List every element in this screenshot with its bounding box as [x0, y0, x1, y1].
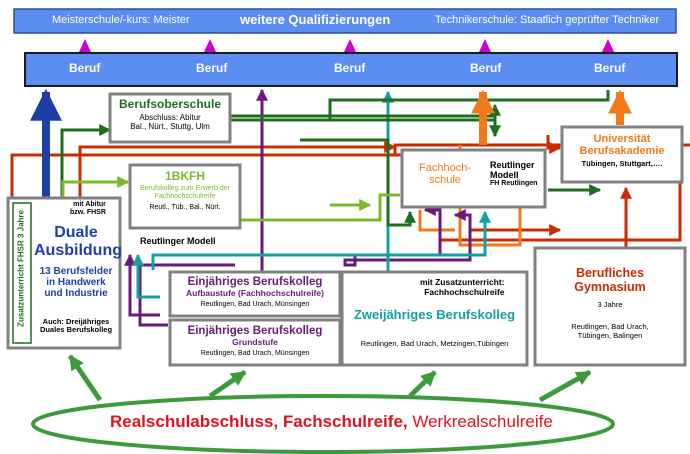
beruf-bar	[24, 52, 678, 87]
berufsfelder-line1: 13 Berufsfelder	[39, 266, 113, 277]
universitaet-text: Universität Berufsakademie Tübingen, Stu…	[564, 133, 680, 168]
berufsoberschule-title: Berufsoberschule	[118, 97, 222, 111]
fh-reutlinger-modell: Reutlinger Modell FH Reutlingen	[490, 160, 537, 188]
zweijaehrig-title: Zweijähriges Berufskolleg	[353, 307, 516, 322]
mit-abitur-note: mit Abitur bzw. FHSR	[70, 201, 106, 217]
bkfh-line1: Berufskolleg zum Erwerb der	[140, 185, 230, 193]
fh-model-line2: Modell	[490, 170, 519, 181]
berufsfelder-line2: in Handwerk	[46, 277, 106, 289]
zusatzunterricht-note: mit Zusatzunterricht: Fachhochschulreife	[420, 277, 505, 297]
gymnasium-box	[533, 246, 687, 367]
magenta-connector-triangles	[79, 39, 614, 52]
dreijaehrig-line2: Duales Berufskolleg	[39, 325, 113, 335]
bkfh-box	[128, 163, 242, 230]
abschluss-text-part2: Werkrealschulreife	[412, 412, 553, 431]
fachhochschule-title-line1: Fachhoch-	[419, 162, 471, 174]
bk-aufbau-subtitle: Aufbaustufe (Fachhochschulreife)	[186, 287, 324, 298]
berufsoberschule-line1: Abschluss: Abitur	[139, 113, 201, 123]
gym-places-line2: Tübingen, Balingen	[577, 330, 643, 340]
abschluss-oval	[31, 394, 615, 454]
fachhochschule-box	[400, 148, 547, 209]
weitere-qualifizierungen-label: weitere Qualifizierungen	[240, 12, 391, 27]
zusatzunterricht-note-line1: mit Zusatzunterricht:	[420, 277, 505, 287]
mit-abitur-line1: mit Abitur	[73, 201, 106, 208]
beruf-label: Beruf	[470, 61, 502, 75]
uni-title-line1: Universität	[593, 133, 651, 145]
qualifications-bar	[13, 8, 677, 34]
berufsoberschule-line2: Bal., Nürt., Stuttg, Ulm	[130, 122, 210, 132]
zusatzunterricht-label: Zusatzunterricht FHSR 3 Jahre	[16, 210, 26, 327]
uni-places: Tübingen, Stuttgart,….	[581, 158, 663, 168]
duale-title-line2: Ausbildung	[34, 241, 122, 259]
beruf-label: Beruf	[196, 61, 228, 75]
bkfh-line2: Fachhochschulreife	[154, 193, 216, 201]
beruf-label: Beruf	[594, 61, 626, 75]
bk-aufbau-text: Einjähriges Berufskolleg Aufbaustufe (Fa…	[172, 276, 338, 309]
berufsfelder-line3: und Industrie	[44, 288, 108, 300]
berufsfelder-text: 13 Berufsfelder in Handwerk und Industri…	[34, 266, 118, 300]
fachhochschule-title: Fachhoch- schule	[410, 162, 480, 187]
beruf-label: Beruf	[334, 61, 366, 75]
dreijaehrig-text: Auch: Dreijähriges Duales Berufskolleg	[34, 317, 118, 335]
bkfh-title: 1BKFH	[164, 169, 205, 183]
bk-aufbau-box	[168, 270, 342, 318]
fachhochschule-title-line2: schule	[429, 174, 461, 187]
uni-title-line2: Berufsakademie	[579, 145, 665, 158]
abschluss-text: Realschulabschluss, Fachschulreife, Werk…	[110, 412, 553, 431]
bk-grund-places: Reutlingen, Bad Urach, Münsingen	[200, 350, 310, 358]
bk-grund-box	[168, 318, 342, 367]
bkfh-text: 1BKFH Berufskolleg zum Erwerb der Fachho…	[132, 169, 238, 212]
berufsoberschule-text: Berufsoberschule Abschluss: Abitur Bal.,…	[112, 97, 228, 132]
berufsoberschule-box	[108, 92, 232, 144]
universitaet-box	[560, 125, 684, 184]
bkfh-line3: Reutl., Tüb., Bal., Nürt.	[149, 204, 221, 212]
zweijaehrig-places: Reutlingen, Bad Urach, Metzingen,Tübinge…	[360, 339, 509, 348]
mit-abitur-line2: bzw. FHSR	[70, 208, 106, 216]
bk-aufbau-places: Reutlingen, Bad Urach, Münsingen	[200, 301, 310, 309]
technikerschule-label: Technikerschule: Staatlich geprüfter Tec…	[435, 14, 660, 26]
gymnasium-text: Berufliches Gymnasium 3 Jahre Reutlingen…	[537, 266, 683, 340]
bk-grund-subtitle: Grundstufe	[232, 336, 278, 347]
dreijaehrig-line1: Auch: Dreijähriges	[42, 317, 110, 326]
fh-model-line3: FH Reutlingen	[490, 180, 538, 188]
reutlinger-modell-label: Reutlinger Modell	[140, 236, 216, 246]
zweijaehrig-box	[340, 270, 529, 367]
gym-title-line1: Berufliches	[575, 266, 645, 280]
bk-aufbau-title: Einjähriges Berufskolleg	[187, 276, 323, 288]
beruf-label: Beruf	[69, 61, 101, 75]
zusatzunterricht-note-line2: Fachhochschulreife	[424, 286, 505, 297]
duale-ausbildung-title: Duale Ausbildung	[34, 224, 122, 260]
meisterschule-label: Meisterschule/-kurs: Meister	[52, 14, 190, 26]
bk-grund-title: Einjähriges Berufskolleg	[187, 325, 323, 337]
gym-years: 3 Jahre	[597, 300, 623, 309]
gym-places-line1: Reutlingen, Bad Urach,	[571, 322, 649, 332]
duale-title-line1: Duale	[54, 224, 98, 241]
fh-model-line1: Reutlinger	[490, 160, 535, 170]
abschluss-text-part1: Realschulabschluss, Fachschulreife,	[110, 412, 408, 431]
oval-arrows	[67, 354, 592, 403]
duale-side-strip	[12, 202, 32, 344]
bk-grund-text: Einjähriges Berufskolleg Grundstufe Reut…	[172, 325, 338, 358]
gym-title-line2: Gymnasium	[574, 280, 646, 294]
